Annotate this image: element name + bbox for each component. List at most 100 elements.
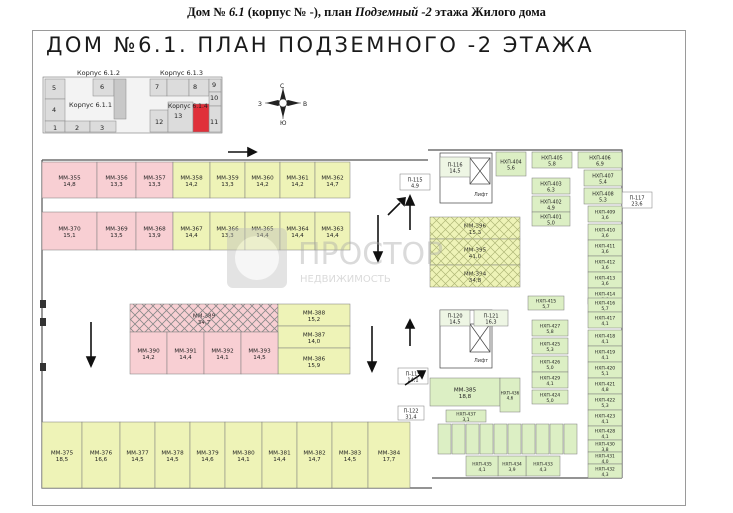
space-area: 4,1: [601, 355, 608, 361]
space-area: 14,4: [273, 457, 286, 463]
space-number: ММ-375: [51, 451, 74, 457]
space-number: НХП-422: [595, 398, 616, 404]
space-number: ММ-376: [90, 451, 113, 457]
space-number: П-121: [483, 314, 498, 320]
lift-label: Лифт: [474, 192, 488, 198]
parking-space[interactable]: ММ-36514,4: [244, 211, 281, 251]
space-number: ММ-384: [378, 451, 401, 457]
parking-space[interactable]: ММ-36613,3: [209, 211, 246, 251]
space-number: ММ-355: [58, 176, 81, 182]
space-area: 14,4: [185, 233, 198, 239]
space-number: НХП-412: [595, 260, 616, 266]
space-number: ММ-392: [211, 349, 233, 355]
storage-cell: [437, 423, 452, 455]
keyplan-label-612: Корпус 6.1.2: [77, 69, 120, 77]
storage-cell: [563, 423, 578, 455]
storage-cell: [451, 423, 466, 455]
storage-cell: [465, 423, 480, 455]
space-number: НХП-410: [595, 228, 616, 234]
space-number: НХП-427: [540, 324, 561, 330]
space-area: 14,5: [131, 457, 144, 463]
space-area: 6,3: [547, 187, 555, 193]
space-number: ММ-366: [216, 227, 239, 233]
space-number: П-117: [629, 196, 644, 202]
watermark: ПРОСТОР НЕДВИЖИМОСТЬ: [227, 228, 443, 288]
